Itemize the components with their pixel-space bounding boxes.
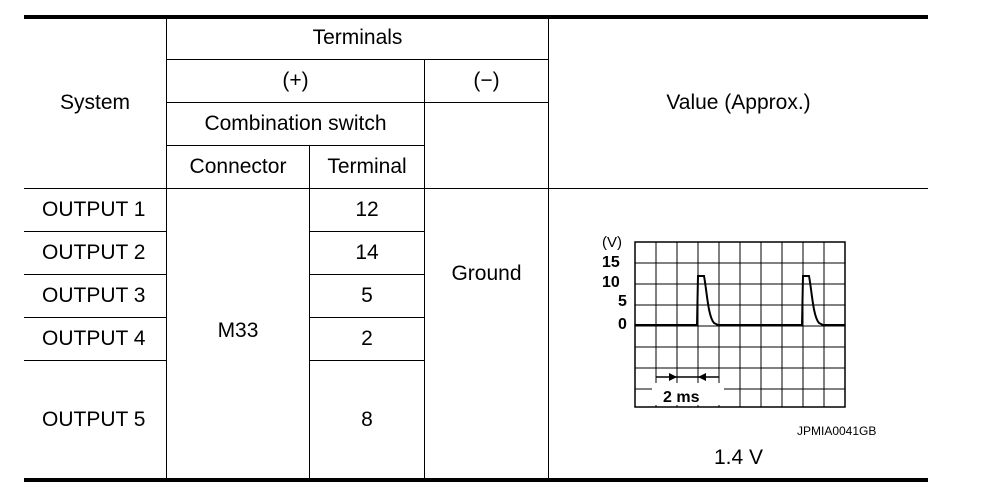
terminal-cell: 5 [361,284,373,307]
system-cell: OUTPUT 3 [42,284,146,307]
system-cell: OUTPUT 1 [42,198,146,221]
system-cell: OUTPUT 2 [42,241,146,264]
header-plus: (+) [282,69,309,92]
row-divider-system-3 [24,317,167,318]
header-value: Value (Approx.) [666,90,811,114]
row-divider-terminal-2 [309,274,425,275]
time-label: 2 ms [663,389,700,406]
row-divider-system-1 [24,231,167,232]
measured-value: 1.4 V [714,446,764,469]
header-terminals: Terminals [312,26,403,49]
divider-system [166,17,167,480]
header-system: System [59,90,130,114]
terminal-cell: 12 [355,198,379,221]
terminal-cell: 14 [355,241,379,264]
row-divider-system-4 [24,360,167,361]
minus-value: Ground [451,262,522,285]
row-divider-terminal-3 [309,317,425,318]
table-top-border [24,15,928,19]
time-arrow-right-icon [669,373,677,381]
unit-label: (V) [602,234,622,251]
row-divider-terminal-4 [309,360,425,361]
line-under-plus-minus [166,102,549,103]
connector-value: M33 [217,319,259,342]
row-divider-system-2 [24,274,167,275]
y-tick-label: 5 [618,293,627,310]
y-tick-label: 10 [602,274,620,291]
terminal-cell: 8 [361,407,373,431]
y-tick-label: 15 [602,254,620,271]
oscilloscope-waveform: (V) 15 10 5 0 2 ms [602,234,846,408]
waveform-figure: (V) 15 10 5 0 2 ms [600,232,900,447]
figure-code: JPMIA0041GB [797,424,877,438]
time-arrow-left-icon [698,373,706,381]
system-cell: OUTPUT 5 [42,407,146,431]
divider-connector [309,145,310,480]
table-bottom-border [24,478,928,482]
header-terminal: Terminal [327,155,407,178]
time-label-bg [652,383,724,405]
header-minus: (−) [473,69,500,92]
signal-trace [635,275,845,326]
terminal-cell: 2 [361,327,373,350]
line-under-header [24,188,928,189]
y-tick-label: 0 [618,316,627,333]
header-combination-switch: Combination switch [204,112,387,135]
row-divider-terminal-1 [309,231,425,232]
header-connector: Connector [189,155,287,178]
system-cell: OUTPUT 4 [42,327,146,350]
line-under-combination [166,145,425,146]
divider-value [548,17,549,480]
line-under-terminals [166,59,549,60]
divider-minus [424,59,425,480]
